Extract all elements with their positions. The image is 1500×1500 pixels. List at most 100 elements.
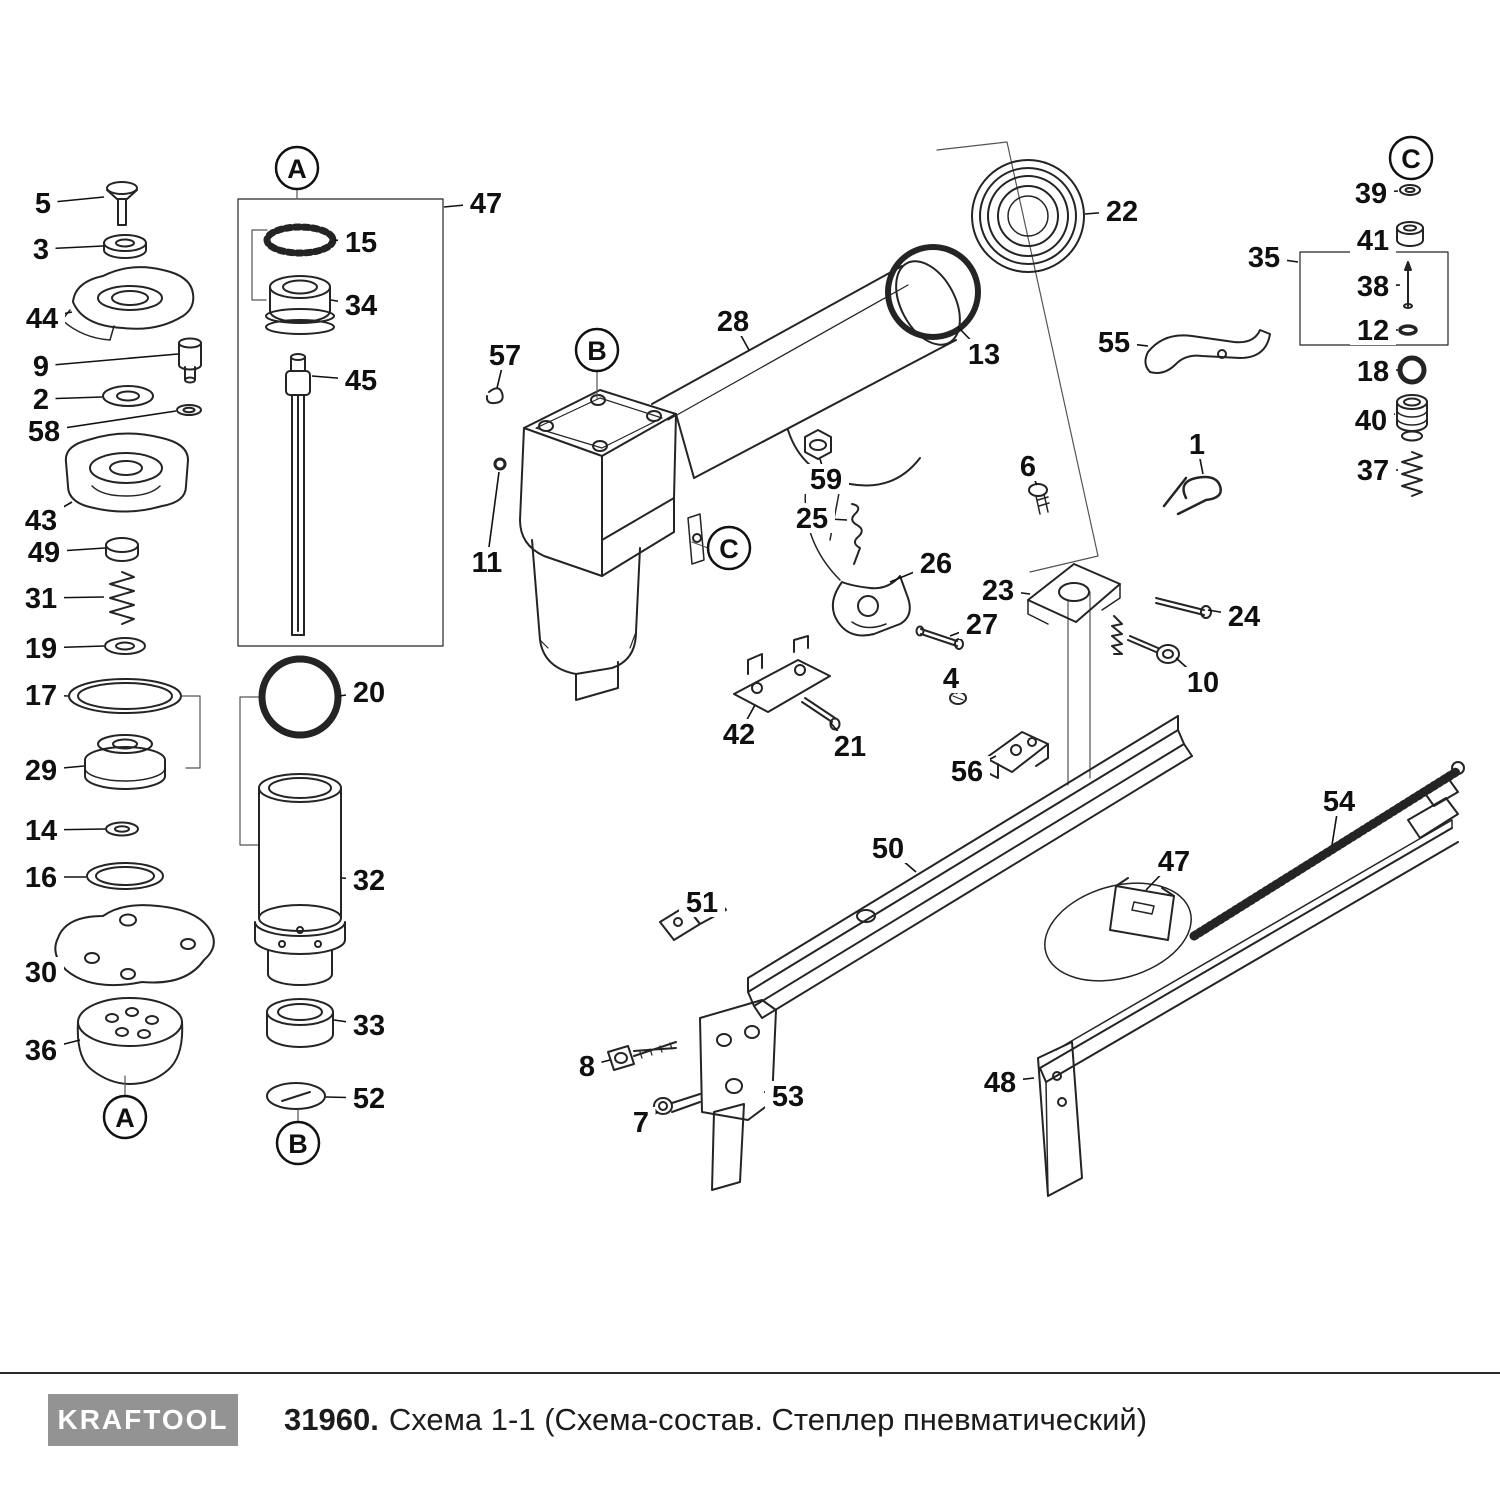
- part-label-49: 49: [21, 537, 106, 569]
- part-label-19: 19: [18, 633, 105, 665]
- part-label-6: 6: [1013, 451, 1043, 486]
- part-label-14: 14: [18, 815, 106, 847]
- footer: KRAFTOOL 31960.Схема 1-1 (Схема-состав. …: [0, 1372, 1500, 1466]
- part-label-38: 38: [1350, 271, 1401, 303]
- part-label-36: 36: [18, 1035, 81, 1067]
- callout-C: C: [706, 525, 752, 571]
- drawing-linework: [54, 141, 1465, 1197]
- svg-text:31: 31: [25, 583, 57, 615]
- svg-text:C: C: [719, 534, 739, 564]
- part-label-20: 20: [338, 677, 392, 709]
- part-label-55: 55: [1091, 327, 1149, 359]
- svg-text:A: A: [287, 154, 307, 184]
- svg-text:37: 37: [1357, 455, 1389, 487]
- svg-text:25: 25: [796, 503, 828, 535]
- part-label-57: 57: [482, 340, 528, 389]
- svg-text:19: 19: [25, 633, 57, 665]
- part-label-30: 30: [18, 957, 64, 989]
- part-label-47: 47: [443, 188, 509, 220]
- part-label-11: 11: [464, 471, 510, 579]
- part-label-26: 26: [889, 548, 959, 583]
- svg-text:51: 51: [686, 887, 718, 919]
- part-label-31: 31: [18, 583, 105, 615]
- svg-text:34: 34: [345, 290, 377, 322]
- part-label-53: 53: [763, 1081, 811, 1113]
- svg-text:B: B: [288, 1129, 308, 1159]
- part-label-4: 4: [936, 663, 966, 695]
- diagram-caption: 31960.Схема 1-1 (Схема-состав. Степлер п…: [284, 1402, 1147, 1438]
- part-label-39: 39: [1348, 178, 1399, 210]
- svg-text:38: 38: [1357, 271, 1389, 303]
- svg-text:10: 10: [1187, 667, 1219, 699]
- magazine-assembly: [607, 715, 1465, 1197]
- svg-text:49: 49: [28, 537, 60, 569]
- callout-B: B: [275, 1120, 321, 1166]
- svg-text:40: 40: [1355, 405, 1387, 437]
- caption-text: Схема 1-1 (Схема-состав. Степлер пневмат…: [388, 1402, 1148, 1437]
- part-label-59: 59: [803, 458, 849, 496]
- part-label-28: 28: [710, 306, 756, 351]
- svg-text:15: 15: [345, 227, 377, 259]
- svg-text:47: 47: [1158, 846, 1190, 878]
- part-label-22: 22: [1084, 196, 1145, 228]
- part-label-40: 40: [1348, 405, 1396, 437]
- callout-C: C: [1388, 135, 1434, 181]
- svg-text:5: 5: [35, 188, 51, 220]
- part-label-47: 47: [1145, 846, 1197, 891]
- svg-text:28: 28: [717, 306, 749, 338]
- part-label-24: 24: [1207, 601, 1267, 633]
- svg-text:4: 4: [943, 663, 959, 695]
- part-label-37: 37: [1350, 455, 1398, 487]
- svg-text:47: 47: [470, 188, 502, 220]
- svg-text:27: 27: [966, 609, 998, 641]
- part-label-1: 1: [1182, 429, 1212, 475]
- part-label-8: 8: [572, 1051, 611, 1083]
- part-label-17: 17: [18, 680, 69, 712]
- part-label-7: 7: [626, 1107, 659, 1139]
- svg-text:B: B: [587, 336, 607, 366]
- svg-text:C: C: [1401, 144, 1421, 174]
- part-label-5: 5: [28, 188, 105, 220]
- svg-text:54: 54: [1323, 786, 1355, 818]
- svg-text:24: 24: [1228, 601, 1260, 633]
- part-label-10: 10: [1175, 657, 1226, 699]
- part-label-23: 23: [975, 575, 1031, 607]
- svg-text:36: 36: [25, 1035, 57, 1067]
- callout-A: A: [274, 145, 320, 191]
- part-label-2: 2: [26, 384, 103, 416]
- svg-text:17: 17: [25, 680, 57, 712]
- cylinder-group: [237, 189, 444, 1123]
- svg-text:59: 59: [810, 464, 842, 496]
- svg-text:20: 20: [353, 677, 385, 709]
- part-label-54: 54: [1316, 786, 1362, 846]
- svg-text:32: 32: [353, 865, 385, 897]
- svg-text:1: 1: [1189, 429, 1205, 461]
- svg-text:56: 56: [951, 756, 983, 788]
- part-label-15: 15: [333, 227, 384, 259]
- part-label-16: 16: [18, 862, 86, 894]
- svg-text:53: 53: [772, 1081, 804, 1113]
- svg-text:44: 44: [26, 303, 58, 335]
- part-label-32: 32: [341, 865, 392, 897]
- part-label-13: 13: [957, 326, 1007, 371]
- part-label-12: 12: [1350, 315, 1398, 347]
- svg-text:16: 16: [25, 862, 57, 894]
- callout-B: B: [574, 327, 620, 373]
- part-label-29: 29: [18, 755, 85, 787]
- svg-text:55: 55: [1098, 327, 1130, 359]
- svg-text:35: 35: [1248, 242, 1280, 274]
- svg-text:45: 45: [345, 365, 377, 397]
- svg-text:9: 9: [33, 351, 49, 383]
- part-label-45: 45: [311, 365, 384, 397]
- svg-text:43: 43: [25, 505, 57, 537]
- svg-text:41: 41: [1357, 225, 1389, 257]
- svg-text:39: 39: [1355, 178, 1387, 210]
- svg-text:6: 6: [1020, 451, 1036, 483]
- svg-text:2: 2: [33, 384, 49, 416]
- svg-text:7: 7: [633, 1107, 649, 1139]
- part-label-42: 42: [716, 704, 762, 751]
- svg-text:8: 8: [579, 1051, 595, 1083]
- brand-name: KRAFTOOL: [57, 1404, 229, 1435]
